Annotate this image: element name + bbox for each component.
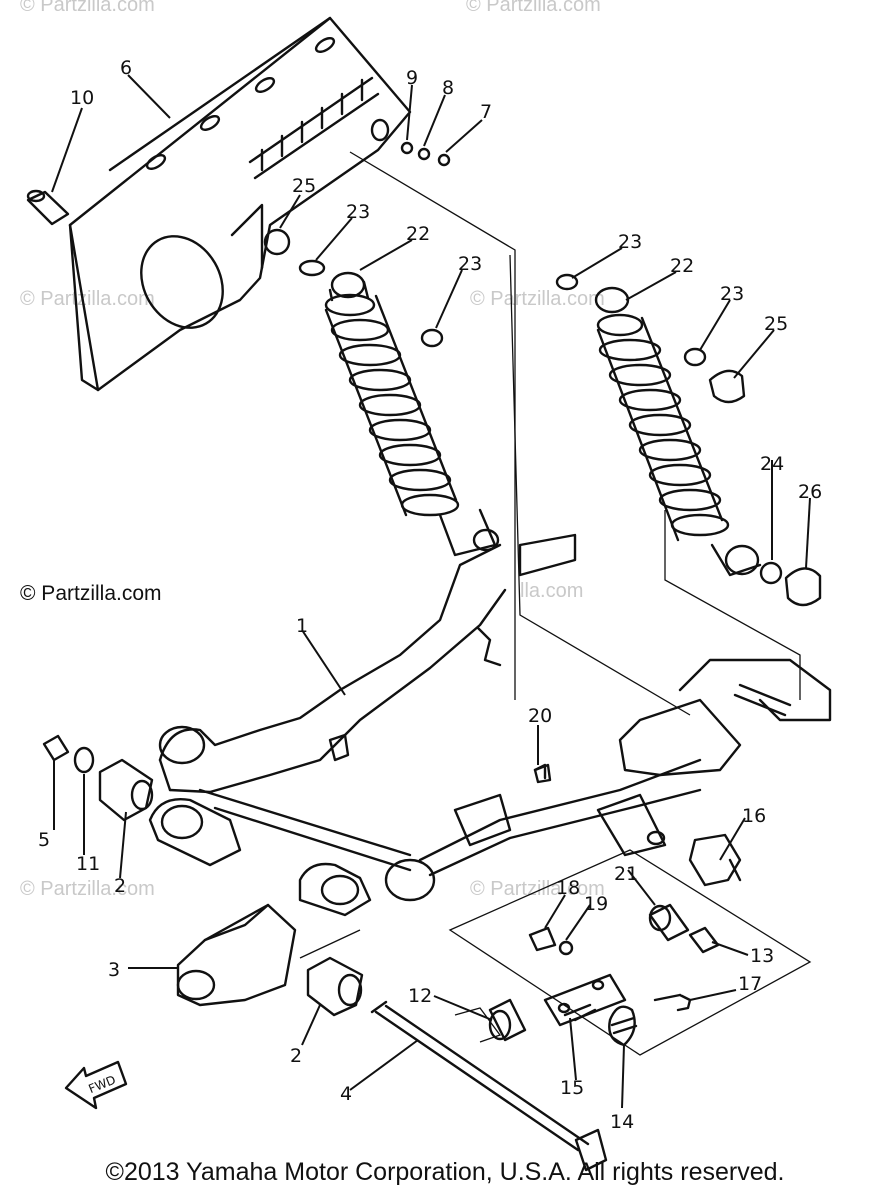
callout-number: 13	[750, 945, 774, 967]
callout-number: 15	[560, 1077, 584, 1099]
washer-part	[759, 561, 783, 585]
watermark: © Partzilla.com	[20, 288, 155, 310]
callout-number: 3	[108, 959, 120, 981]
watermark: © Partzilla.com	[470, 878, 605, 900]
washer-part	[417, 147, 431, 161]
washer-part	[555, 273, 579, 291]
callout-number: 23	[720, 283, 744, 305]
callout-number: 22	[670, 255, 694, 277]
callout-number: 10	[70, 87, 94, 109]
pivot-bolt-part	[370, 1000, 608, 1172]
watermark-primary: © Partzilla.com	[20, 582, 162, 605]
cap-nut-part	[263, 228, 291, 256]
washer-part	[683, 347, 707, 367]
callout-number: 2	[290, 1045, 302, 1067]
bushing-part	[306, 956, 364, 1017]
callout-number: 26	[798, 481, 822, 503]
callout-number: 24	[760, 453, 784, 475]
callout-number: 23	[346, 201, 370, 223]
callout-number: 20	[528, 705, 552, 727]
washer-part	[298, 259, 326, 277]
frame-part	[148, 533, 832, 917]
bushing-part	[26, 189, 70, 226]
fwd-label: FWD	[86, 1073, 117, 1096]
cap-nut-part	[708, 369, 746, 404]
callout-number: 14	[610, 1111, 634, 1133]
cap-nut-part	[784, 567, 822, 607]
callout-number: 6	[120, 57, 132, 79]
rear-cover-part	[68, 16, 412, 392]
watermark: © Partzilla.com	[466, 0, 601, 16]
callout-number: 4	[340, 1083, 352, 1105]
callout-number: 2	[114, 875, 126, 897]
watermark: © Partzilla.com	[20, 878, 155, 900]
callout-number: 25	[292, 175, 316, 197]
watermark: © Partzilla.com	[20, 0, 155, 16]
nut-part	[437, 153, 451, 167]
callout-number: 22	[406, 223, 430, 245]
callout-number: 7	[480, 101, 492, 123]
callout-number: 21	[614, 863, 638, 885]
callout-number: 23	[618, 231, 642, 253]
callout-number: 18	[556, 877, 580, 899]
copyright-notice: ©2013 Yamaha Motor Corporation, U.S.A. A…	[105, 1158, 785, 1186]
fwd-arrow-icon	[64, 1060, 128, 1110]
left-shock-absorber	[324, 271, 500, 557]
bushing-part	[98, 758, 154, 822]
callout-number: 23	[458, 253, 482, 275]
callout-number: 5	[38, 829, 50, 851]
nut-part	[42, 734, 70, 762]
callout-number: 11	[76, 853, 100, 875]
watermark: lla.com	[520, 580, 584, 602]
callout-number: 25	[764, 313, 788, 335]
right-shock-absorber	[594, 286, 762, 577]
callout-number: 1	[296, 615, 308, 637]
collar-part	[400, 141, 414, 155]
callout-number: 17	[738, 973, 762, 995]
callout-number: 16	[742, 805, 766, 827]
callout-number: 19	[584, 893, 608, 915]
washer-part	[73, 746, 95, 774]
chain-guard-part	[176, 903, 297, 1007]
washer-part	[420, 328, 444, 348]
callout-number: 12	[408, 985, 432, 1007]
callout-number: 9	[406, 67, 418, 89]
callout-number: 8	[442, 77, 454, 99]
bracket-assembly	[488, 763, 742, 1047]
watermark: © Partzilla.com	[470, 288, 605, 310]
